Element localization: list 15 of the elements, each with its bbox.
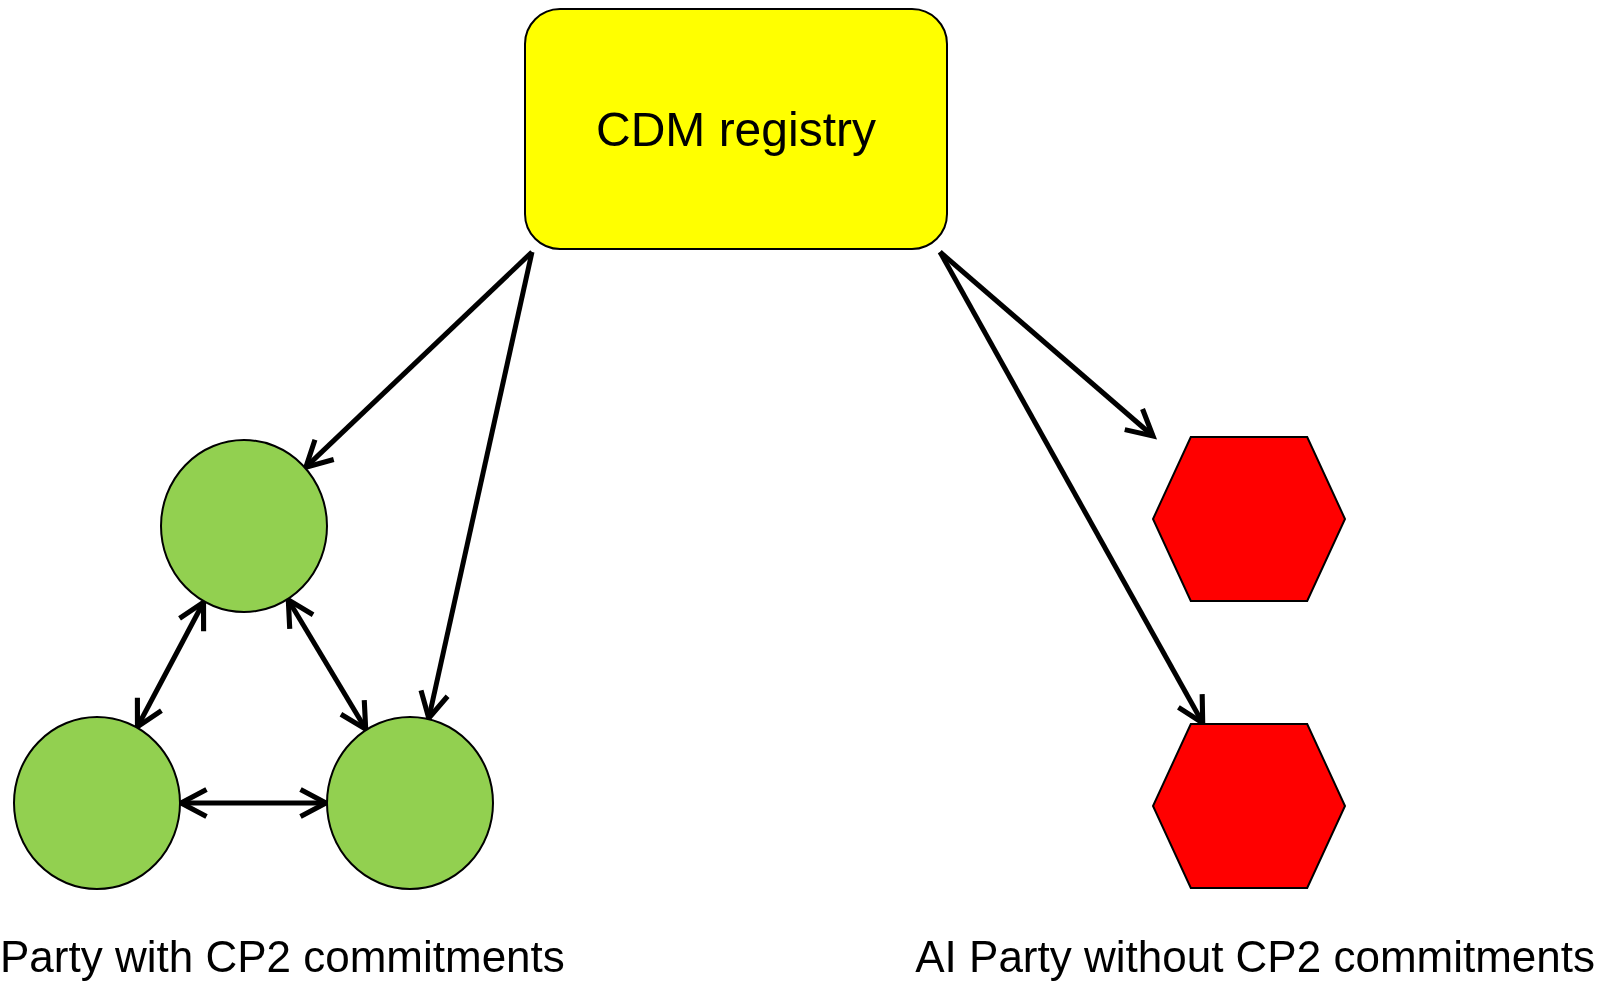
party-circle — [160, 439, 328, 613]
arrow — [134, 599, 207, 730]
party-hexagon — [1152, 436, 1346, 602]
arrow — [418, 251, 535, 721]
party-hexagon — [1152, 723, 1346, 889]
arrow — [285, 597, 369, 732]
group-caption: AI Party without CP2 commitments — [915, 932, 1595, 982]
arrow — [303, 250, 534, 470]
arrow — [937, 250, 1206, 726]
node-label: CDM registry — [596, 101, 876, 157]
party-circle — [13, 716, 181, 890]
group-caption: Party with CP2 commitments — [0, 932, 565, 982]
arrow — [938, 250, 1156, 439]
party-circle — [326, 716, 494, 890]
registry-box — [524, 8, 948, 250]
